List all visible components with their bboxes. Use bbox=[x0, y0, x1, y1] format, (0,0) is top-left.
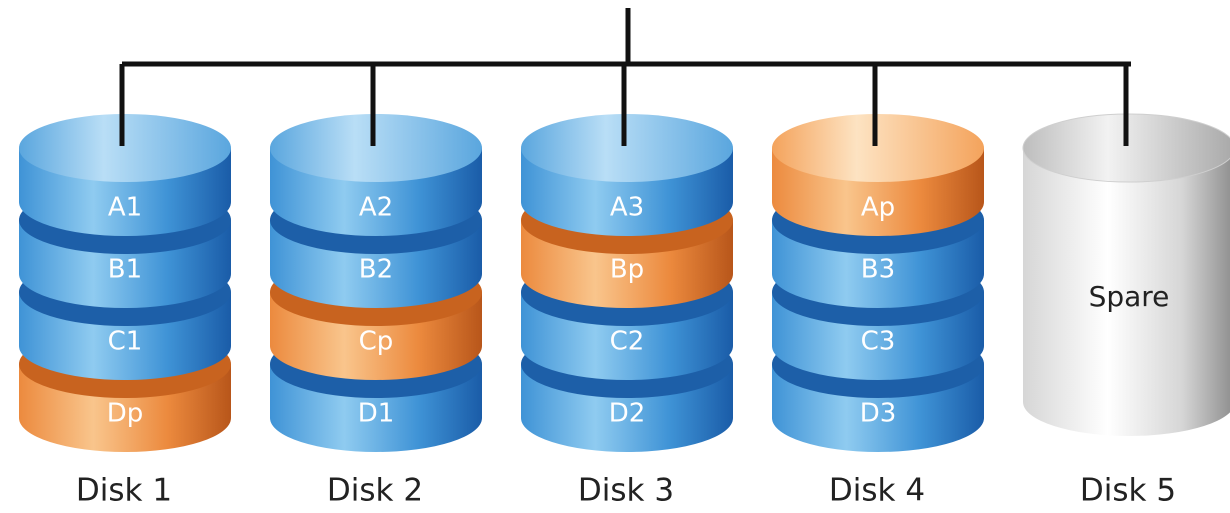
segment-top bbox=[19, 114, 231, 182]
segment-label: C2 bbox=[610, 327, 645, 357]
disk-label: Disk 5 bbox=[1080, 473, 1176, 509]
segment-label: D1 bbox=[358, 399, 395, 429]
segment-label: C1 bbox=[108, 327, 143, 357]
segment-ap: Ap bbox=[772, 114, 984, 236]
disk-3: D2 C2 Bp A3 bbox=[521, 114, 733, 452]
segment-label: Cp bbox=[359, 327, 394, 357]
segment-label: D2 bbox=[609, 399, 646, 429]
segment-label: D3 bbox=[860, 399, 897, 429]
segment-label: Ap bbox=[861, 193, 895, 223]
segment-label: A3 bbox=[610, 193, 644, 223]
connector-drops bbox=[119, 64, 1129, 146]
segment-top bbox=[270, 114, 482, 182]
spare-cylinder-top bbox=[1022, 113, 1230, 183]
disk-1: Dp C1 B1 A1 bbox=[19, 114, 231, 452]
disk-label: Disk 1 bbox=[76, 473, 172, 509]
disk-label: Disk 3 bbox=[578, 473, 674, 509]
segment-label: B3 bbox=[861, 255, 895, 285]
segment-top bbox=[521, 114, 733, 182]
connector-lines bbox=[122, 8, 1131, 67]
segment-label: Dp bbox=[107, 399, 144, 429]
segment-label: B1 bbox=[108, 255, 142, 285]
disk-2: D1 Cp B2 A2 bbox=[270, 114, 482, 452]
segment-label: C3 bbox=[861, 327, 896, 357]
disk-label: Disk 4 bbox=[829, 473, 925, 509]
disk-5: Spare bbox=[1022, 113, 1230, 436]
segment-a2: A2 bbox=[270, 114, 482, 236]
segment-a1: A1 bbox=[19, 114, 231, 236]
segment-top bbox=[772, 114, 984, 182]
disk-labels: Disk 1 Disk 2 Disk 3 Disk 4 Disk 5 bbox=[76, 473, 1176, 509]
spare-label: Spare bbox=[1089, 280, 1170, 313]
disk-4: D3 C3 B3 Ap bbox=[772, 114, 984, 452]
disk-label: Disk 2 bbox=[327, 473, 423, 509]
segment-label: B2 bbox=[359, 255, 393, 285]
spare-cylinder-body bbox=[1023, 148, 1230, 436]
segment-a3: A3 bbox=[521, 114, 733, 236]
segment-label: A2 bbox=[359, 193, 393, 223]
segment-label: Bp bbox=[610, 255, 644, 285]
segment-label: A1 bbox=[108, 193, 142, 223]
